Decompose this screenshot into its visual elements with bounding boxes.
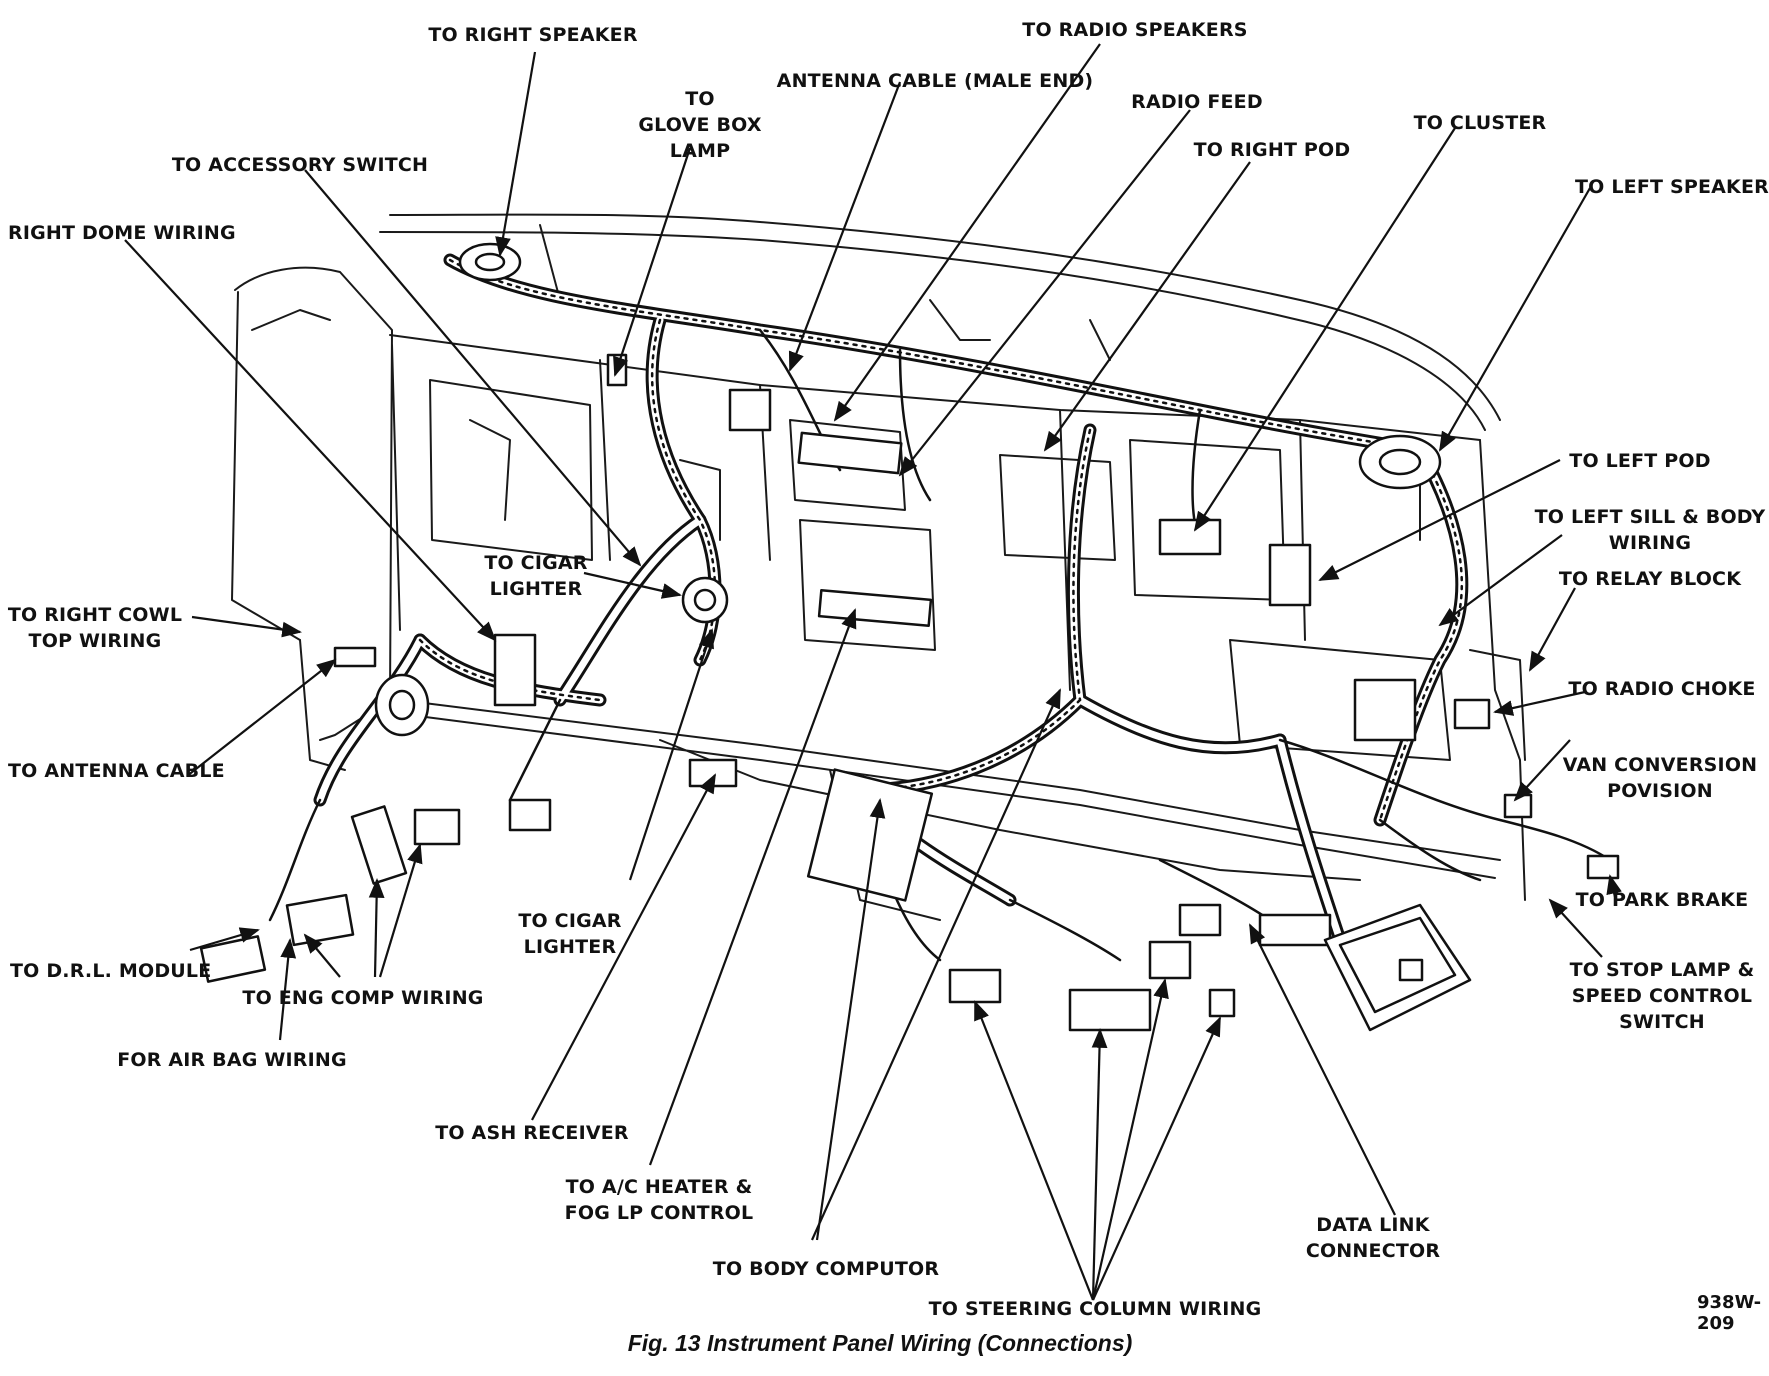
label-to-steering-column-wiring: TO STEERING COLUMN WIRING: [928, 1298, 1262, 1320]
label-to-left-speaker: TO LEFT SPEAKER: [1575, 176, 1769, 198]
instrument-panel-body: [231, 213, 1526, 921]
label-to-park-brake: TO PARK BRAKE: [1575, 889, 1749, 911]
label-to-ac-heater-fog-lp-control: TO A/C HEATER & FOG LP CONTROL: [564, 1176, 754, 1224]
label-to-right-pod: TO RIGHT POD: [1193, 139, 1351, 161]
label-radio-feed: RADIO FEED: [1131, 91, 1263, 113]
figure-caption: Fig. 13 Instrument Panel Wiring (Connect…: [627, 1330, 1133, 1356]
label-right-dome-wiring: RIGHT DOME WIRING: [8, 222, 236, 244]
label-to-relay-block: TO RELAY BLOCK: [1558, 568, 1742, 590]
leader-lines: [124, 43, 1622, 1301]
label-to-cigar-lighter-upper: TO CIGAR LIGHTER: [484, 552, 588, 600]
label-to-cigar-lighter-lower: TO CIGAR LIGHTER: [518, 910, 622, 958]
wiring-harness: [268, 253, 1612, 962]
label-to-body-computor: TO BODY COMPUTOR: [712, 1258, 940, 1280]
label-to-right-speaker: TO RIGHT SPEAKER: [428, 24, 638, 46]
label-to-stop-lamp-speed-control-switch: TO STOP LAMP & SPEED CONTROL SWITCH: [1569, 959, 1755, 1033]
label-to-left-sill-body-wiring: TO LEFT SILL & BODY WIRING: [1534, 506, 1766, 554]
label-to-drl-module: TO D.R.L. MODULE: [10, 960, 212, 982]
label-to-antenna-cable: TO ANTENNA CABLE: [8, 760, 225, 782]
label-to-radio-choke: TO RADIO CHOKE: [1568, 678, 1756, 700]
label-to-ash-receiver: TO ASH RECEIVER: [435, 1122, 629, 1144]
label-to-cluster: TO CLUSTER: [1413, 112, 1547, 134]
label-to-left-pod: TO LEFT POD: [1569, 450, 1711, 472]
figure-id: 938W-209: [1697, 1292, 1762, 1334]
label-to-eng-comp-wiring: TO ENG COMP WIRING: [242, 987, 484, 1009]
label-van-conversion-provision: VAN CONVERSION POVISION: [1562, 754, 1758, 802]
label-data-link-connector: DATA LINK CONNECTOR: [1305, 1214, 1441, 1262]
label-to-glove-box-lamp: TO GLOVE BOX LAMP: [638, 88, 762, 162]
connectors: [199, 242, 1620, 1032]
label-to-radio-speakers: TO RADIO SPEAKERS: [1022, 19, 1248, 41]
label-to-right-cowl-top-wiring: TO RIGHT COWL TOP WIRING: [7, 604, 183, 652]
label-for-air-bag-wiring: FOR AIR BAG WIRING: [117, 1049, 347, 1071]
label-to-accessory-switch: TO ACCESSORY SWITCH: [171, 154, 429, 176]
label-antenna-cable-male-end: ANTENNA CABLE (MALE END): [776, 70, 1094, 92]
